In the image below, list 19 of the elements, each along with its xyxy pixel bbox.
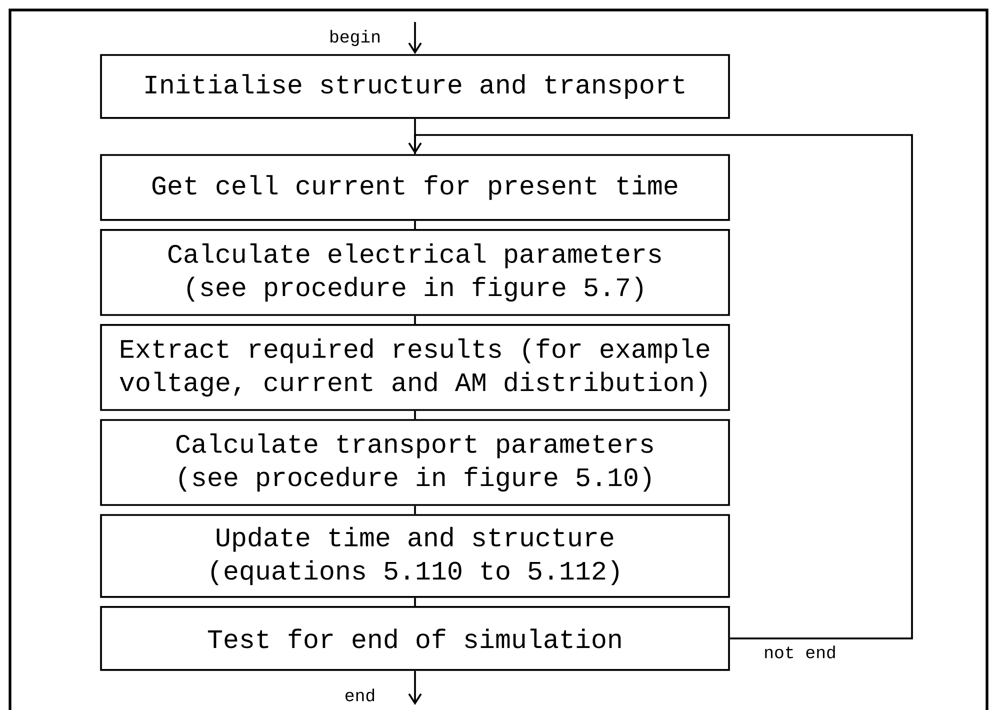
process-box: Update time and structure (equations 5.110 to 5.112) — [100, 514, 730, 598]
edge-label: not end — [762, 644, 838, 660]
process-box: Calculate electrical parameters (see procedure in figure 5.7) — [100, 229, 730, 316]
process-box: Get cell current for present time — [100, 154, 730, 221]
connector-line — [414, 316, 416, 324]
connector-line — [414, 410, 416, 420]
connector-line — [414, 220, 416, 230]
arrow — [408, 134, 913, 640]
connector-line — [414, 506, 416, 514]
connector-line — [414, 118, 416, 154]
process-box: Calculate transport parameters (see procedure in figure 5.10) — [100, 419, 730, 506]
connector-line — [414, 598, 416, 606]
arrow — [408, 22, 422, 54]
edge-label: begin — [328, 28, 382, 48]
process-box: Initialise structure and transport — [100, 54, 730, 119]
process-box: Extract required results (for example voltage, current and AM distribution) — [100, 324, 730, 411]
arrow — [408, 670, 422, 705]
edge-label: end — [343, 687, 377, 703]
process-box: Test for end of simulation — [100, 606, 730, 671]
